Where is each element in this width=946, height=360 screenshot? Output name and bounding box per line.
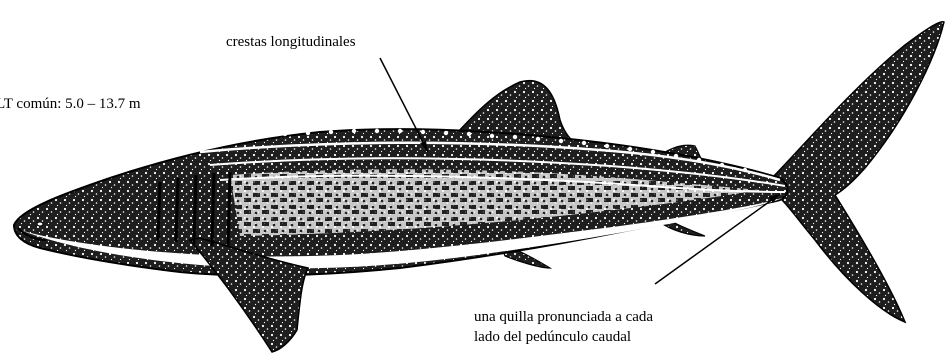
keel-pointer-line	[654, 193, 781, 285]
total-length-label: LT común: 5.0 – 13.7 m	[0, 96, 141, 112]
crest-pointer-arrowhead	[420, 141, 428, 152]
eye	[36, 221, 44, 227]
caudal-fin	[769, 21, 945, 324]
caudal-keel-label-line-2: lado del pedúnculo caudal	[474, 329, 632, 345]
pectoral-fin	[188, 237, 310, 353]
caudal-keel-label-line-1: una quilla pronunciada a cada	[474, 309, 654, 325]
gill-slits	[156, 171, 232, 248]
crest-pointer-line	[379, 57, 429, 153]
flank-pattern	[230, 169, 760, 236]
ridge-3	[219, 174, 786, 193]
longitudinal-crests-label: crestas longitudinales	[226, 34, 356, 50]
mouth	[17, 227, 47, 241]
belly	[20, 198, 782, 269]
dorsal-spots	[237, 128, 748, 173]
keel-pointer-arrowhead	[769, 194, 780, 203]
ridge-2	[209, 157, 786, 187]
